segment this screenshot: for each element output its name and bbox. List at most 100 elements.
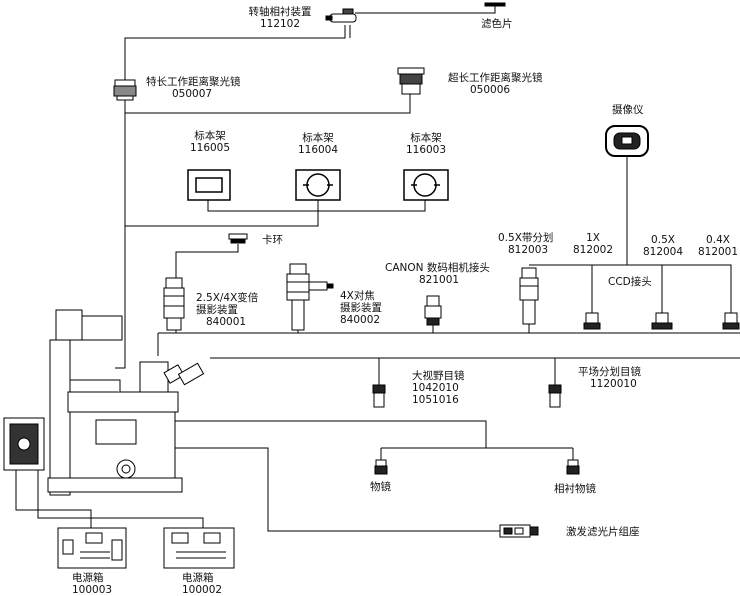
label-code: 840002: [340, 314, 381, 326]
label-name: 标本架: [194, 130, 226, 142]
label-name: 0.5X带分划: [498, 232, 554, 244]
label-ccd-adapter: CCD接头: [608, 276, 652, 288]
ring-clip-icon[interactable]: [228, 233, 248, 244]
reticle-adapter-icon[interactable]: [519, 267, 539, 325]
label-adapter-1x: 1X 812002: [568, 232, 618, 256]
label-name: 1X: [586, 232, 600, 244]
label-power-box-100002: 电源箱 100002: [182, 572, 222, 596]
label-rotating-phase-device: 转轴相衬装置 112102: [240, 6, 320, 30]
label-stage-holder-116004: 标本架 116004: [288, 132, 348, 156]
label-adapter-04x: 0.4X 812001: [696, 234, 740, 258]
label-power-box-100003: 电源箱 100003: [72, 572, 112, 596]
label-code: 100002: [182, 584, 223, 596]
line-condenser-to-phase-device: [124, 25, 346, 86]
label-phase-objective: 相衬物镜: [554, 483, 596, 495]
label-camera: 摄像仪: [612, 104, 644, 116]
label-name: 平场分划目镜: [578, 366, 641, 378]
label-canon-adapter: CANON 数码相机接头 821001: [385, 262, 490, 286]
laser-filter-mount-icon[interactable]: [499, 524, 539, 538]
label-name: CCD接头: [608, 276, 652, 288]
label-code: 812003: [508, 244, 549, 256]
line-ultra-condenser: [125, 94, 411, 114]
label-reticle-eyepiece: 平场分划目镜 1120010: [578, 366, 641, 390]
stage-holder-icon-116003[interactable]: [403, 169, 449, 201]
label-code: 050007: [172, 88, 213, 100]
label-name: 超长工作距离聚光镜: [448, 72, 543, 84]
line-stage-holders: [207, 200, 426, 212]
label-code: 812002: [572, 244, 614, 256]
label-filter: 滤色片: [481, 18, 513, 30]
label-stage-holder-116005: 标本架 116005: [180, 130, 240, 154]
zoom-photo-device-icon[interactable]: [163, 277, 185, 331]
line-phase-device-to-filter: [355, 5, 496, 14]
adapter-1x-icon[interactable]: [583, 312, 601, 330]
label-name: 电源箱: [72, 572, 104, 584]
label-code: 116004: [297, 144, 339, 156]
objective-icon[interactable]: [374, 459, 388, 475]
filter-icon[interactable]: [484, 2, 506, 7]
label-name: 转轴相衬装置: [248, 6, 312, 18]
label-name: 0.4X: [706, 234, 730, 246]
label-adapter-05x: 0.5X 812004: [638, 234, 688, 258]
line-ccd-bus: [529, 264, 732, 313]
label-line1: 4X对焦: [340, 290, 375, 302]
label-reticle-adapter: 0.5X带分划 812003: [498, 232, 553, 256]
label-name: 大视野目镜: [412, 370, 465, 382]
line-power-box-1: [15, 470, 92, 528]
label-objective: 物镜: [370, 481, 391, 493]
label-name: 卡环: [262, 234, 283, 246]
wide-field-eyepiece-icon[interactable]: [372, 384, 386, 408]
camera-icon[interactable]: [605, 125, 649, 157]
label-line2: 摄影装置: [196, 304, 238, 316]
ultra-long-wd-condenser-icon[interactable]: [397, 67, 425, 95]
label-code: 116003: [405, 144, 447, 156]
line-stage-holders-link: [125, 200, 319, 227]
label-name: 物镜: [370, 481, 391, 493]
line-laser-filter-mount: [165, 447, 500, 532]
label-line2: 摄影装置: [340, 302, 382, 314]
label-name: 0.5X: [651, 234, 675, 246]
label-name: 特长工作距离聚光镜: [146, 76, 241, 88]
label-name: 滤色片: [481, 18, 513, 30]
microscope-icon[interactable]: [47, 309, 205, 496]
label-ultra-long-wd-condenser: 超长工作距离聚光镜 050006: [448, 72, 543, 96]
label-code: 840001: [206, 316, 247, 328]
stage-holder-icon-116005[interactable]: [187, 169, 231, 201]
power-box-icon-100003[interactable]: [57, 527, 127, 569]
line-objective-bus: [140, 420, 487, 448]
label-code: 1051016: [412, 394, 459, 406]
label-line1: 2.5X/4X变倍: [196, 292, 259, 304]
label-code: 050006: [470, 84, 511, 96]
label-name: 标本架: [302, 132, 334, 144]
label-name: 标本架: [410, 132, 442, 144]
label-name: 电源箱: [182, 572, 214, 584]
rotating-phase-device-icon[interactable]: [325, 8, 357, 23]
stage-holder-icon-116004[interactable]: [295, 169, 341, 201]
phase-objective-icon[interactable]: [566, 459, 580, 475]
label-wide-field-eyepiece: 大视野目镜 1042010 1051016: [412, 370, 465, 406]
label-code: 1120010: [590, 378, 637, 390]
focus-photo-device-icon[interactable]: [286, 263, 334, 331]
line-power-box-2: [37, 470, 204, 528]
label-name: 摄像仪: [612, 104, 644, 116]
label-name: CANON 数码相机接头: [385, 262, 490, 274]
label-name: 相衬物镜: [554, 483, 596, 495]
canon-adapter-icon[interactable]: [424, 295, 442, 326]
label-name: 激发滤光片组座: [566, 526, 640, 538]
lamp-house-icon[interactable]: [3, 417, 45, 471]
adapter-05x-icon[interactable]: [651, 312, 673, 330]
power-box-icon-100002[interactable]: [163, 527, 235, 569]
label-code: 821001: [419, 274, 460, 286]
reticle-eyepiece-icon[interactable]: [548, 384, 562, 408]
adapter-04x-icon[interactable]: [722, 312, 740, 330]
label-laser-filter-mount: 激发滤光片组座: [566, 526, 640, 538]
label-code: 812001: [697, 246, 739, 258]
label-code: 116005: [189, 142, 231, 154]
label-zoom-photo-device: 2.5X/4X变倍 摄影装置 840001: [196, 292, 258, 328]
label-ring-clip: 卡环: [262, 234, 283, 246]
label-code: 112102: [259, 18, 301, 30]
long-wd-condenser-icon[interactable]: [113, 79, 137, 101]
label-code: 812004: [642, 246, 684, 258]
label-code: 100003: [72, 584, 113, 596]
